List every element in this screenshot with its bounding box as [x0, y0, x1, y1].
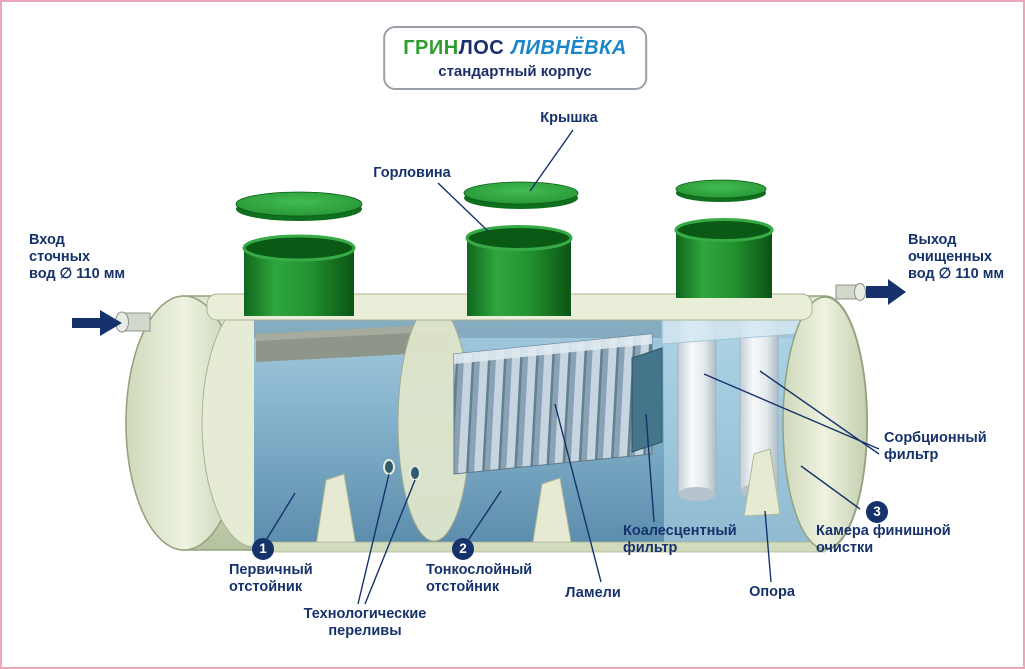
- support-3: [743, 448, 781, 517]
- overflow-hole-2: [409, 465, 421, 481]
- leader-thin-settler: [466, 490, 502, 543]
- cutaway-bottom-lip: [253, 541, 826, 553]
- label-lamellas: Ламели: [565, 585, 621, 601]
- supports: [315, 448, 781, 549]
- overflow-hole-1: [383, 459, 395, 475]
- leader-lamellas: [554, 403, 602, 583]
- inlet-flow-arrow: [72, 310, 122, 336]
- leader-overflow-2: [364, 479, 416, 605]
- neck-2: [465, 225, 573, 316]
- product-name: ЛИВНЁВКА: [511, 37, 627, 59]
- leader-primary-settler: [264, 492, 296, 543]
- leader-overflow-1: [357, 473, 390, 605]
- neck-3: [674, 218, 774, 298]
- label-finish-chamber: Камера финишной очистки: [816, 523, 951, 557]
- label-inlet: Вход сточных вод ∅ 110 мм: [29, 232, 126, 283]
- brand-title: ГРИНЛОС ЛИВНЁВКА: [403, 37, 627, 60]
- brand-subtitle: стандартный корпус: [438, 63, 592, 80]
- leader-coalescent: [645, 413, 655, 523]
- label-coalescent-filter: Коалесцентный фильтр: [623, 523, 737, 557]
- label-tech-overflows: Технологические переливы: [303, 606, 427, 640]
- leader-support: [764, 510, 772, 583]
- lamella-block: [453, 333, 653, 475]
- lid-2: [463, 181, 579, 209]
- label-thin-layer-settler: Тонкослойный отстойник: [426, 562, 533, 596]
- coalescent-filter-block: [631, 347, 663, 453]
- leader-finish-chamber: [800, 465, 861, 510]
- leader-sorption-1: [703, 373, 880, 450]
- tank-right-cap: [782, 296, 868, 550]
- leader-lines: [264, 129, 880, 605]
- primary-chamber-surface: [256, 324, 450, 362]
- leader-cover: [529, 129, 574, 192]
- label-support: Опора: [749, 584, 795, 600]
- label-cover: Крышка: [540, 110, 598, 126]
- badge-2: 2: [452, 538, 474, 560]
- badge-1: 1: [252, 538, 274, 560]
- outlet-flow-arrow: [866, 279, 906, 305]
- label-sorption-filter: Сорбционный фильтр: [884, 430, 987, 464]
- brand-blue: ЛОС: [458, 37, 505, 59]
- lid-1: [235, 191, 363, 221]
- lid-3: [675, 179, 767, 202]
- brand-green: ГРИН: [403, 37, 459, 59]
- neck-1: [242, 234, 356, 316]
- inlet-pipe: [115, 311, 151, 333]
- label-outlet: Выход очищенных вод ∅ 110 мм: [908, 232, 1005, 283]
- leader-neck: [437, 182, 491, 234]
- label-primary-settler: Первичный отстойник: [229, 562, 313, 596]
- outlet-pipe: [835, 283, 866, 301]
- badge-3: 3: [866, 501, 888, 523]
- leader-sorption-2: [759, 370, 880, 455]
- logo-box: ГРИНЛОС ЛИВНЁВКА стандартный корпус: [383, 26, 647, 90]
- label-neck: Горловина: [373, 165, 451, 181]
